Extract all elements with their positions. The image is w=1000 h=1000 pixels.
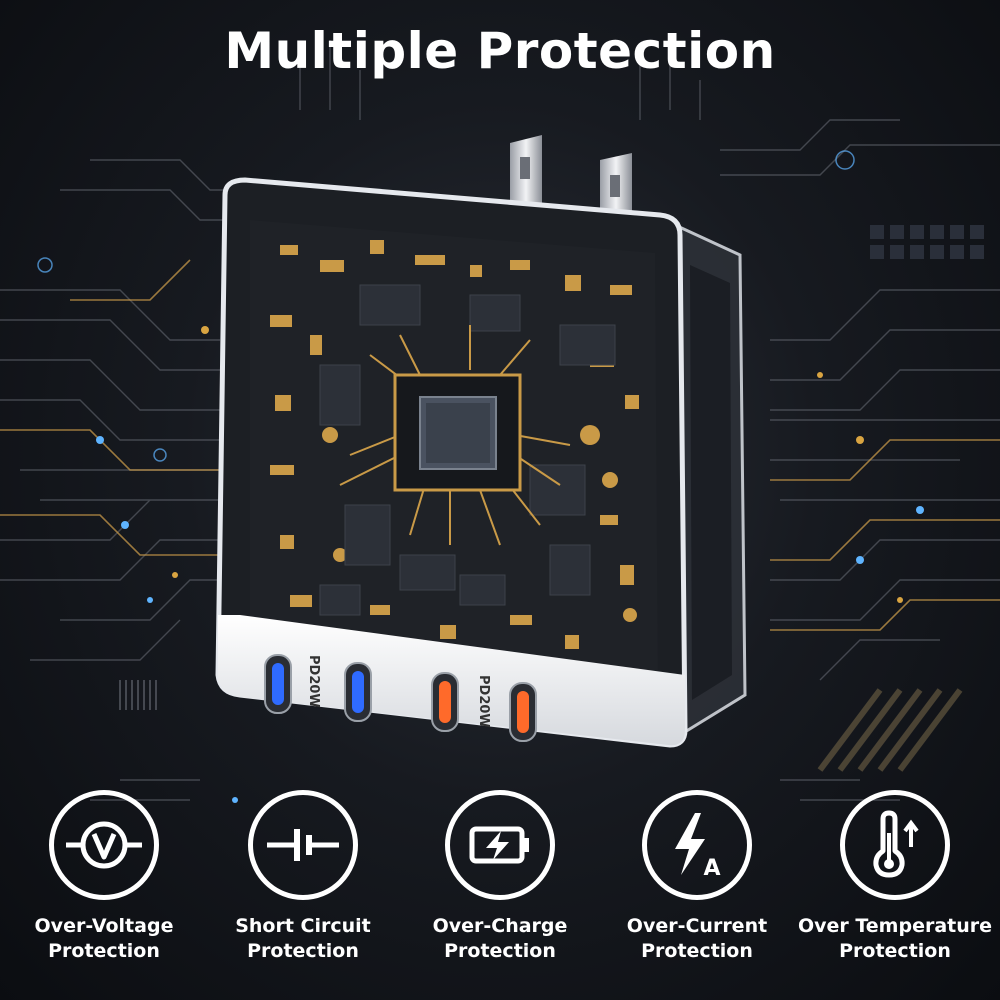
feature-label: Protection: [839, 940, 951, 962]
charger-illustration: PD20W PD20W: [215, 135, 747, 748]
feature-label: Protection: [444, 940, 556, 962]
headline: Multiple Protection: [224, 22, 776, 80]
feature-label: Over-Voltage: [34, 915, 174, 937]
protection-features: Over-Voltage Protection Short Circuit Pr…: [0, 790, 1000, 980]
feature-label: Over Temperature: [797, 915, 993, 937]
feature-label: Over-Charge: [432, 915, 568, 937]
feature-over-voltage: Over-Voltage Protection: [4, 790, 204, 964]
svg-text:A: A: [703, 856, 720, 881]
feature-over-temperature: Over Temperature Protection: [795, 790, 995, 964]
feature-over-current: A Over-Current Protection: [597, 790, 797, 964]
feature-label: Over-Current: [626, 915, 768, 937]
feature-over-charge: Over-Charge Protection: [400, 790, 600, 964]
feature-label: Protection: [641, 940, 753, 962]
feature-label: Short Circuit: [235, 915, 371, 937]
thermometer-icon: [873, 810, 919, 878]
port-label: PD20W: [306, 655, 321, 708]
usb-ports: [264, 654, 537, 742]
feature-short-circuit: Short Circuit Protection: [203, 790, 403, 964]
port-label: PD20W: [476, 675, 491, 728]
feature-label: Protection: [247, 940, 359, 962]
short-circuit-icon: [267, 829, 339, 861]
current-icon: A: [675, 813, 721, 881]
feature-label: Protection: [48, 940, 160, 962]
voltage-icon: [66, 821, 142, 869]
main-chip: [393, 373, 522, 492]
battery-charge-icon: [469, 826, 529, 864]
